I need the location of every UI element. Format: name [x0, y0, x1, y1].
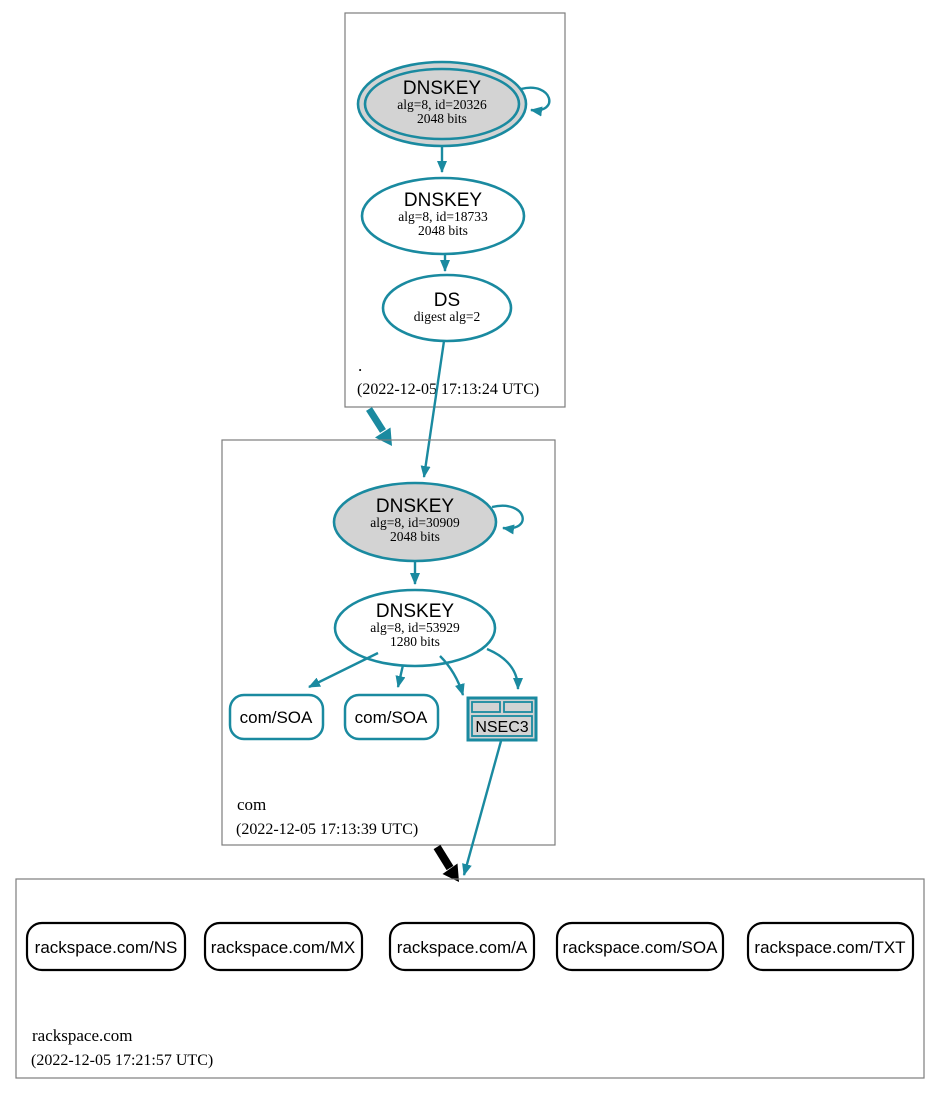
rrset-label: com/SOA [355, 708, 428, 727]
edge-com-ksk-selfloop [491, 504, 524, 535]
node-com-soa-1: com/SOA [228, 693, 325, 741]
node-detail-1: digest alg=2 [414, 309, 480, 324]
rrset-label: rackspace.com/A [397, 938, 528, 957]
node-detail-1: alg=8, id=53929 [370, 620, 460, 635]
edge-com-zsk-soa2 [395, 664, 406, 688]
zone-label-root: . [358, 356, 362, 375]
node-detail-2: 2048 bits [390, 529, 440, 544]
node-com-ksk-dnskey-30909: DNSKEY alg=8, id=30909 2048 bits [332, 481, 498, 563]
rrset-label: com/SOA [240, 708, 313, 727]
node-title: DS [434, 290, 460, 311]
node-rackspace-ns: rackspace.com/NS [25, 921, 187, 972]
edge-root-ksk-selfloop [520, 86, 551, 117]
node-com-zsk-dnskey-53929: DNSKEY alg=8, id=53929 1280 bits [333, 588, 497, 668]
zone-box-rackspace [15, 878, 925, 1079]
rrset-label: rackspace.com/SOA [563, 938, 719, 957]
node-title: DNSKEY [403, 78, 481, 99]
node-com-soa-2: com/SOA [343, 693, 440, 741]
zone-label-com: com [237, 795, 266, 814]
node-root-ds: DS digest alg=2 [381, 273, 513, 343]
node-rackspace-mx: rackspace.com/MX [203, 921, 364, 972]
zone-box-com [221, 439, 556, 846]
edge-delegation-root-com [366, 407, 392, 446]
node-rackspace-a: rackspace.com/A [388, 921, 536, 972]
edge-com-nsec3-rackspace [462, 740, 503, 876]
node-detail-1: alg=8, id=20326 [397, 97, 487, 112]
rrset-label: rackspace.com/TXT [754, 938, 905, 957]
zone-label-rackspace: rackspace.com [32, 1026, 133, 1045]
node-detail-1: alg=8, id=18733 [398, 209, 488, 224]
edge-com-zsk-nsec3-left [439, 655, 465, 696]
zone-timestamp-root: (2022-12-05 17:13:24 UTC) [357, 381, 539, 398]
edge-delegation-com-rackspace [433, 844, 459, 882]
node-detail-2: 1280 bits [390, 634, 440, 649]
node-rackspace-soa: rackspace.com/SOA [555, 921, 725, 972]
edge-root-ds-com-ksk [420, 340, 446, 478]
edge-com-zsk-nsec3-top [486, 647, 523, 690]
edge-com-zsk-soa1 [308, 651, 379, 689]
node-detail-2: 2048 bits [417, 111, 467, 126]
zone-box-root [344, 12, 566, 408]
node-title: DNSKEY [376, 496, 454, 517]
node-root-ksk-dnskey-20326: DNSKEY alg=8, id=20326 2048 bits [356, 60, 528, 148]
node-title: DNSKEY [404, 190, 482, 211]
nsec3-label: NSEC3 [475, 719, 528, 736]
node-com-nsec3: NSEC3 [466, 696, 538, 742]
node-detail-2: 2048 bits [418, 223, 468, 238]
rrset-label: rackspace.com/MX [211, 938, 356, 957]
zone-timestamp-rackspace: (2022-12-05 17:21:57 UTC) [31, 1052, 213, 1069]
node-rackspace-txt: rackspace.com/TXT [746, 921, 915, 972]
node-root-zsk-dnskey-18733: DNSKEY alg=8, id=18733 2048 bits [360, 176, 526, 256]
node-title: DNSKEY [376, 601, 454, 622]
rrset-label: rackspace.com/NS [35, 938, 178, 957]
node-detail-1: alg=8, id=30909 [370, 515, 460, 530]
zone-timestamp-com: (2022-12-05 17:13:39 UTC) [236, 821, 418, 838]
